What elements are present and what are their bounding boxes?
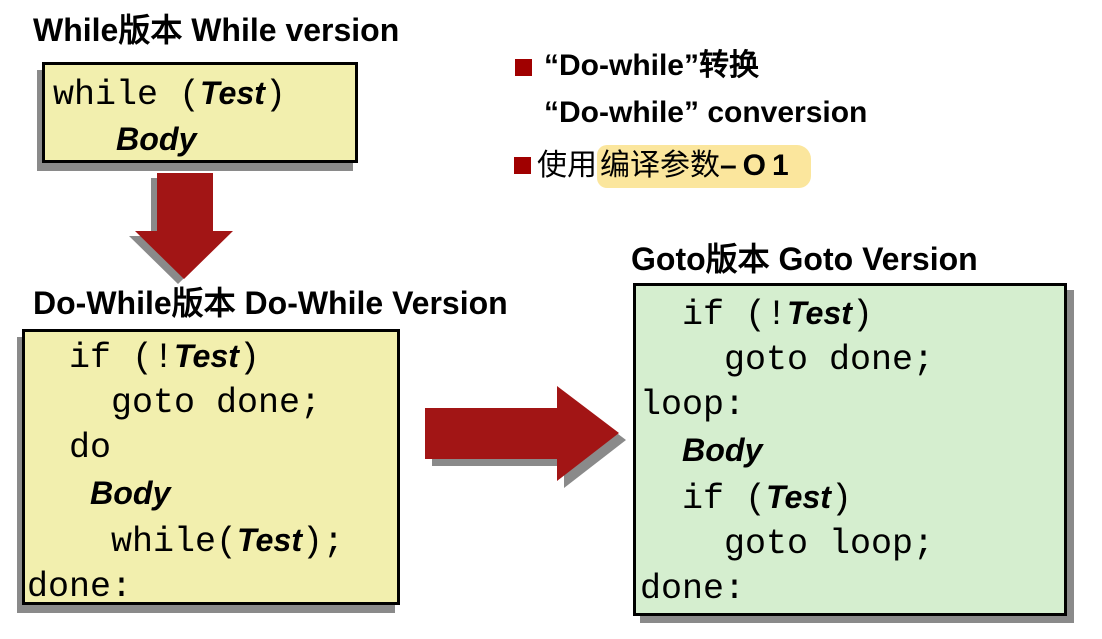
bullet-line-zh: “Do-while”转换: [544, 49, 759, 82]
code-line: if (!Test): [640, 295, 874, 335]
dowhile-code-box: if (!Test) goto done; do Body while(Test…: [22, 329, 400, 607]
code-line: goto done;: [640, 340, 935, 380]
dowhile-version-title: Do-While版本 Do-While Version: [33, 285, 508, 321]
code-line: goto loop;: [640, 524, 935, 564]
code-line: Body: [682, 432, 763, 468]
goto-code: if (!Test) goto done; loop: Body if (Test…: [636, 286, 1064, 612]
goto-version-title: Goto版本 Goto Version: [631, 241, 978, 277]
bullet-square-icon: [514, 157, 531, 174]
bullet-square-icon: [515, 59, 532, 76]
code-line: goto done;: [27, 383, 322, 423]
bullet-prefix: 使用: [537, 149, 597, 182]
dowhile-code: if (!Test) goto done; do Body while(Test…: [25, 332, 397, 610]
highlight-flag: –O1: [720, 149, 795, 182]
code-line: while(Test);: [27, 522, 345, 562]
while-code-box: while (Test) Body: [42, 62, 358, 163]
code-line: do: [27, 428, 112, 468]
while-code: while (Test) Body: [45, 65, 355, 163]
code-line: done:: [27, 567, 133, 607]
code-line: Body: [90, 475, 171, 511]
code-line: loop:: [640, 385, 746, 425]
bullet-item-compiler-flag: 使用编译参数–O1: [537, 145, 811, 188]
bullet-line-en: “Do-while” conversion: [544, 96, 868, 129]
code-line: Body: [116, 121, 197, 157]
code-line: while (Test): [53, 75, 287, 115]
arrow-down-icon: [129, 171, 237, 284]
arrow-right-icon: [423, 384, 626, 488]
while-version-title: While版本 While version: [33, 12, 400, 48]
goto-code-box: if (!Test) goto done; loop: Body if (Test…: [633, 283, 1067, 616]
code-line: if (Test): [640, 479, 853, 519]
code-line: done:: [640, 569, 746, 609]
highlight-text: 编译参数: [600, 149, 720, 182]
code-line: if (!Test): [27, 338, 261, 378]
bullet-item-do-while-conversion: “Do-while”转换 “Do-while” conversion: [544, 42, 867, 136]
highlight-mark: 编译参数–O1: [597, 145, 811, 188]
